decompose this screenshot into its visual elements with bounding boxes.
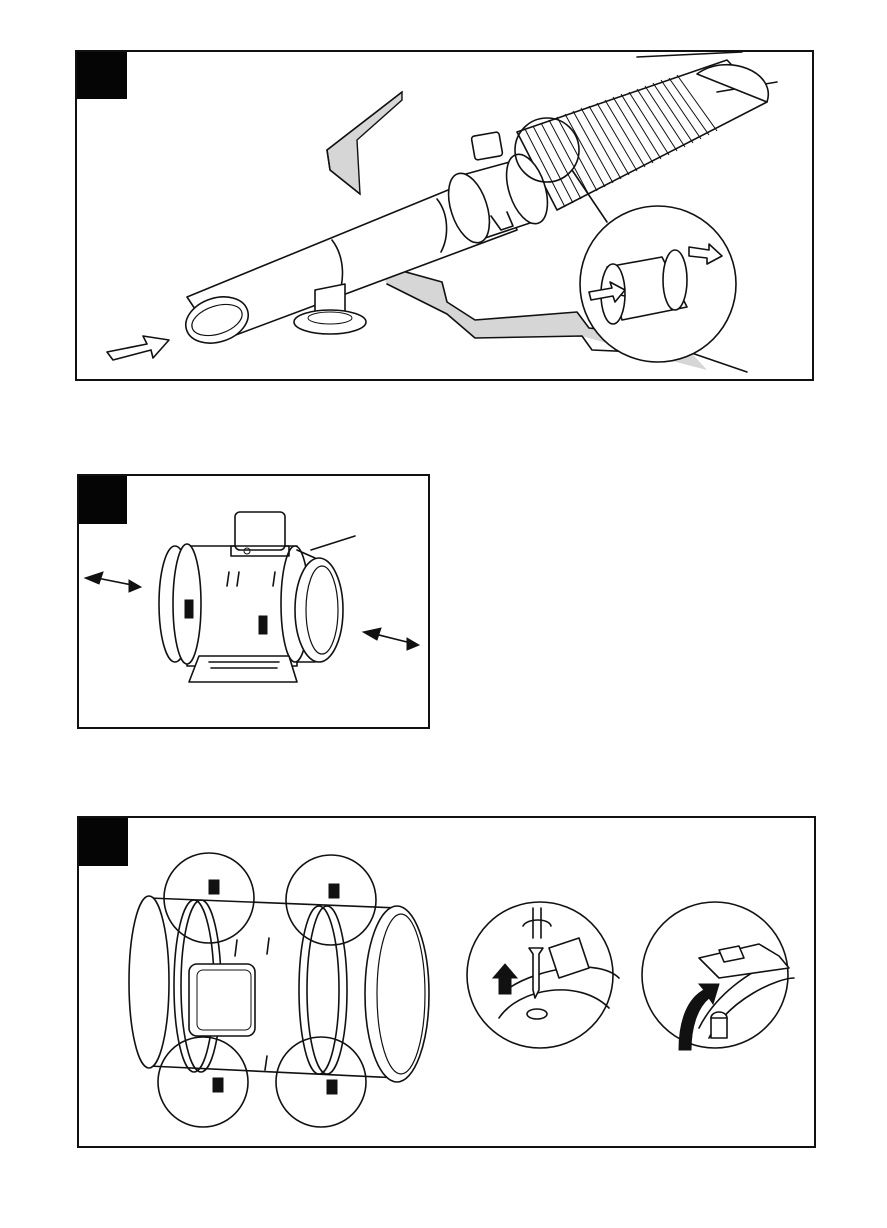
figure-3-panel — [77, 816, 816, 1148]
screwdriver-icon — [533, 908, 541, 938]
screw-detail — [467, 902, 619, 1048]
figure-2-illustration — [79, 476, 430, 729]
airflow-arrow-icon — [107, 336, 169, 360]
wall-plate — [327, 92, 402, 194]
direction-arrow-icon — [363, 628, 419, 650]
rotate-arrow-icon — [523, 920, 551, 926]
figure-1-panel — [75, 50, 814, 381]
flexible-duct — [517, 52, 777, 210]
figure-1-illustration — [77, 52, 814, 381]
direction-arrow-icon — [85, 572, 141, 592]
fan-body — [159, 512, 355, 682]
latch-detail — [642, 902, 794, 1050]
fan-cylinder — [129, 896, 429, 1082]
figure-3-illustration — [79, 818, 816, 1148]
up-arrow-icon — [493, 964, 517, 994]
figure-2-panel — [77, 474, 430, 729]
